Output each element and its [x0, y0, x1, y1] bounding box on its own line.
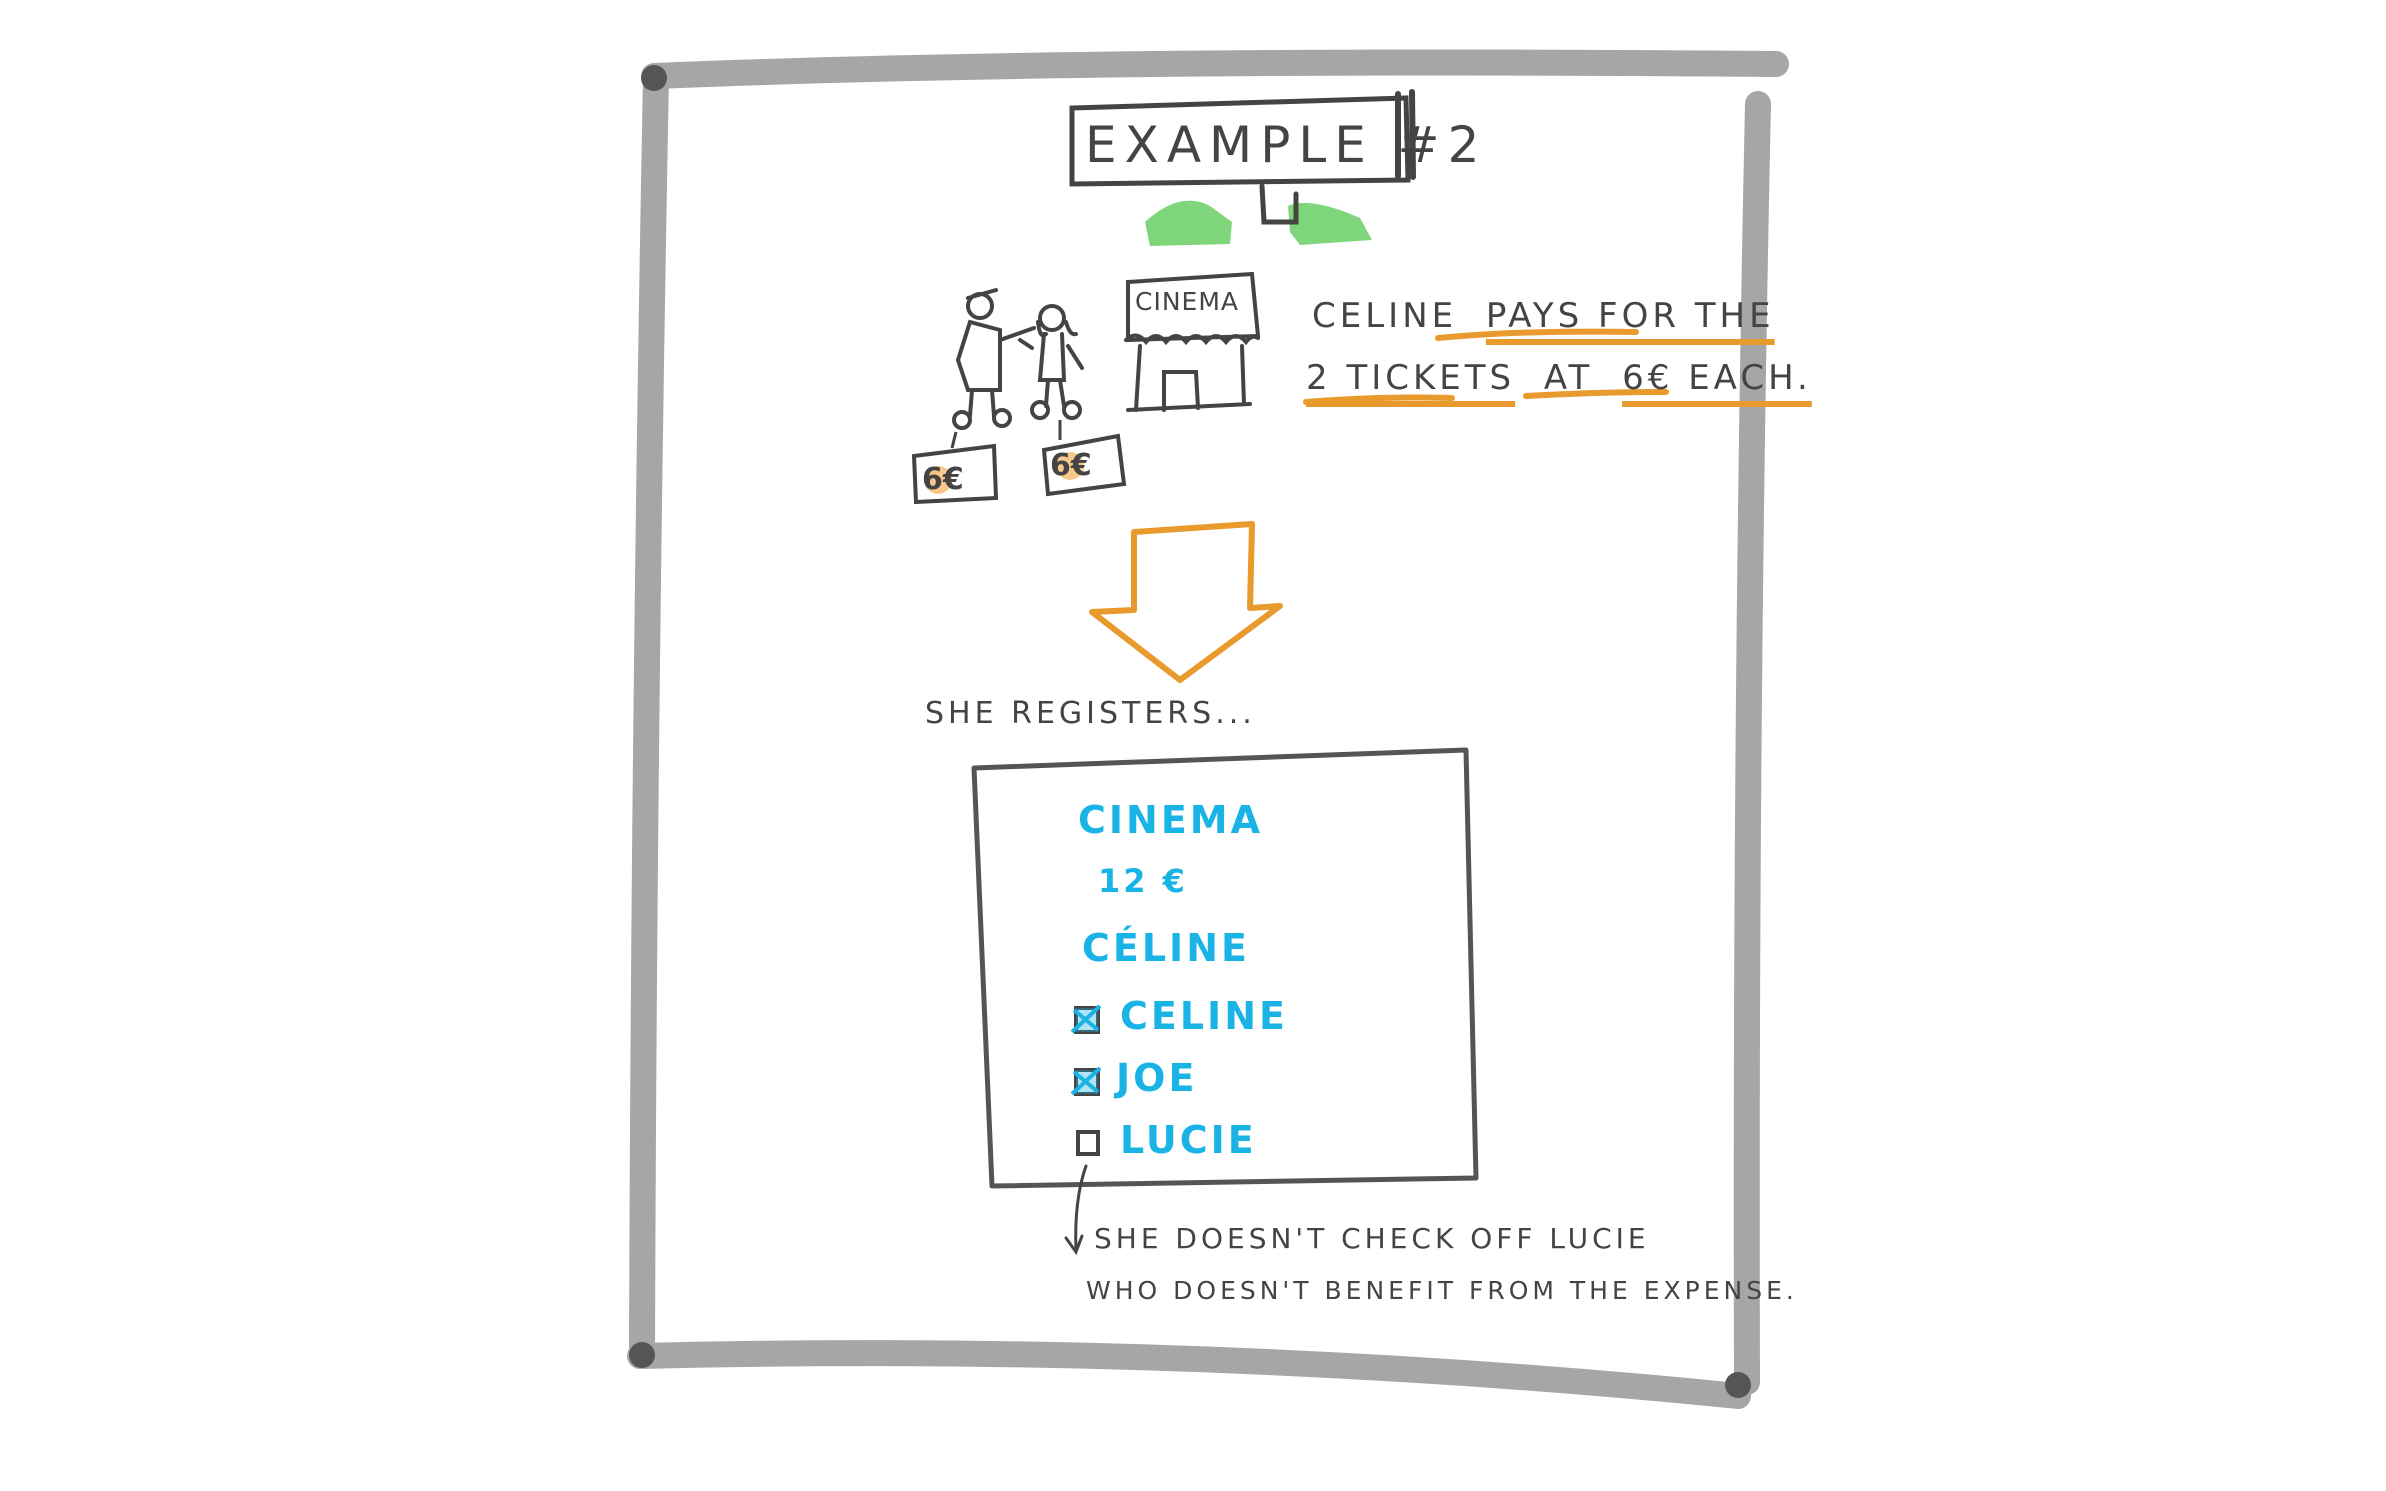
checkbox-lucie[interactable] [1076, 1130, 1100, 1156]
description-line-2: 2 TICKETS AT 6€ EACH. [1306, 358, 1812, 398]
registers-caption: SHE REGISTERS... [925, 696, 1256, 731]
down-arrow-icon [1089, 521, 1283, 683]
form-amount-field[interactable]: 12 € [1098, 862, 1188, 900]
cinema-building-icon [1124, 271, 1261, 412]
participant-joe-label: JOE [1116, 1056, 1198, 1100]
ticket-left [911, 431, 999, 505]
participant-lucie-label: LUCIE [1120, 1118, 1257, 1162]
form-title-field[interactable]: CINEMA [1078, 798, 1264, 842]
note-line-1: SHE DOESN'T CHECK OFF LUCIE [1094, 1222, 1650, 1255]
outer-frame [627, 49, 1789, 1409]
description-payer: CELINE [1312, 296, 1458, 336]
example-title: EXAMPLE #2 [1085, 116, 1488, 174]
ticket-price-right: 6€ [1050, 448, 1092, 483]
frame-corner-marks [629, 65, 1751, 1398]
ticket-price-left: 6€ [922, 462, 964, 497]
form-box [971, 747, 1479, 1189]
description-underlines [1303, 328, 1669, 405]
ticket-right [1041, 420, 1127, 497]
cinema-sign-label: CINEMA [1135, 287, 1239, 316]
person-man-icon [952, 288, 1036, 430]
description-at: AT [1543, 358, 1594, 398]
checkbox-joe[interactable] [1070, 1066, 1102, 1096]
description-line-1: CELINE PAYS FOR THE [1312, 296, 1775, 336]
description-each: 6€ EACH. [1622, 358, 1812, 398]
participant-celine-label: CELINE [1120, 994, 1288, 1038]
title-box [1069, 89, 1416, 187]
description-pays-for: PAYS FOR THE [1485, 296, 1775, 336]
note-pointer-arrow [1064, 1164, 1088, 1256]
form-payer-field[interactable]: CÉLINE [1082, 926, 1250, 970]
person-woman-icon [1018, 304, 1084, 420]
checkbox-celine[interactable] [1070, 1004, 1102, 1034]
pointing-hands-icon [1145, 183, 1372, 246]
note-line-2: WHO DOESN'T BENEFIT FROM THE EXPENSE. [1086, 1276, 1798, 1305]
description-tickets: 2 TICKETS [1306, 358, 1516, 398]
